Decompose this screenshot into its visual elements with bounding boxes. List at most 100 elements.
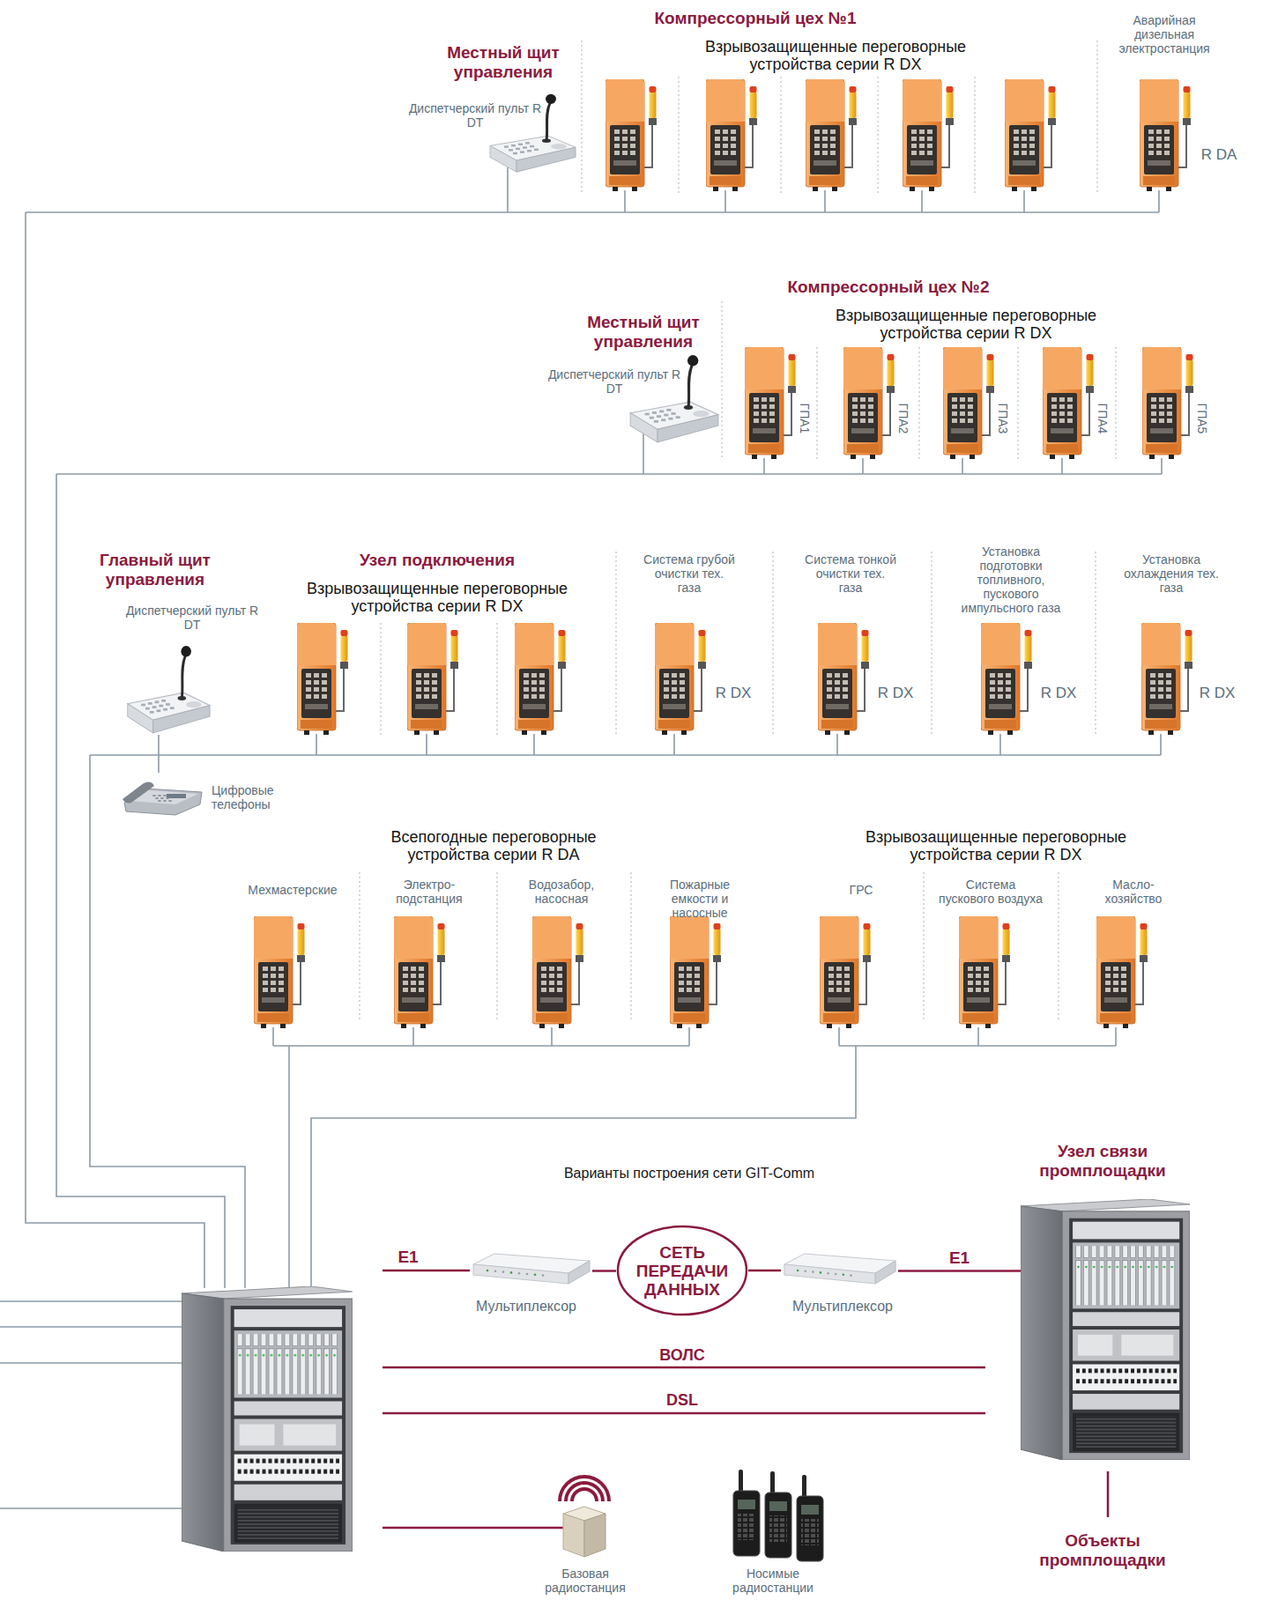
dispatch-console-outline-part	[516, 147, 576, 172]
base-station-outline-part	[559, 1477, 610, 1502]
intercom-device	[958, 916, 1011, 1029]
dispatch-console-outline-part	[687, 355, 699, 366]
dispatch-console: Главный щит управленияДиспетчерский пуль…	[122, 643, 212, 736]
dispatch-console-outline-part	[153, 705, 210, 734]
note-text: Варианты построения сети GIT-Comm	[512, 1166, 866, 1182]
dispatch-console-outline-part	[512, 152, 518, 155]
dispatch-console-outline-part	[645, 413, 650, 417]
link-line	[748, 1270, 781, 1273]
dispatch-console-outline-part	[152, 705, 157, 709]
device-caption: Диспетчерский пульт R DT	[121, 603, 263, 632]
device-caption: Цифровые телефоны	[211, 783, 300, 812]
location-label: Установка подготовки топливного, пусково…	[953, 544, 1069, 616]
dispatch-console-outline-part	[161, 699, 166, 703]
unit-label: ГПА4	[1095, 396, 1110, 441]
intercom-device	[1096, 916, 1148, 1029]
dispatch-console-outline-part	[527, 149, 532, 152]
server-rack-outline	[1020, 1199, 1190, 1461]
group-heading: Взрывозащищенные переговорные устройства…	[816, 306, 1116, 342]
panel-heading: Местный щит управления	[568, 312, 719, 352]
dispatch-console-outline-part	[155, 701, 160, 705]
location-label: Система пускового воздуха	[936, 877, 1045, 907]
handheld-radios-outline-part	[796, 1496, 824, 1562]
model-label: R DA	[1196, 146, 1241, 164]
radio-line	[382, 1527, 564, 1531]
fiber-line	[382, 1367, 986, 1370]
group-heading: Взрывозащищенные переговорные устройства…	[846, 828, 1146, 864]
base-station: Базовая радиостанция	[556, 1470, 613, 1558]
multiplexer-box-outline-part	[486, 1270, 490, 1273]
location-label: Пожарные емкости и насосные	[645, 877, 755, 921]
base-station-outline-part	[565, 1483, 603, 1502]
multiplexer-box-outline-part	[526, 1273, 529, 1277]
panel-heading: Местный щит управления	[428, 43, 579, 82]
desk-phone-outline-part	[163, 800, 167, 803]
dispatch-console-outline-part	[659, 410, 664, 414]
link-label: E1	[933, 1248, 987, 1269]
location-label: ГРС	[834, 883, 888, 898]
multiplexer-box-outline-part	[518, 1272, 521, 1276]
model-label: R DX	[1036, 684, 1081, 703]
desk-phone-outline-part	[165, 797, 170, 800]
bus-wire	[25, 167, 1159, 1289]
handheld-radios-outline-part	[737, 1514, 756, 1541]
base-station-outline	[556, 1470, 613, 1558]
multiplexer-box-outline-part	[568, 1261, 590, 1285]
multiplexer-box-outline-part	[875, 1261, 896, 1285]
dispatch-console-outline-part	[158, 705, 164, 708]
handheld-radios-outline-part	[769, 1501, 788, 1512]
dispatch-console-outline-part	[515, 148, 521, 150]
intercom-device	[980, 623, 1033, 736]
bus-wire	[89, 734, 1161, 1289]
multiplexer-box-outline	[780, 1250, 899, 1293]
dispatch-console-outline-part	[156, 709, 161, 713]
link-line	[157, 735, 160, 773]
desk-phone-outline-part	[157, 800, 162, 803]
device-caption: Диспетчерский пульт R DT	[543, 367, 685, 396]
base-station-outline-part	[584, 1514, 606, 1558]
dispatch-console: Местный щит управленияДиспетчерский пуль…	[624, 352, 721, 445]
desk-phone-outline-part	[163, 794, 167, 797]
location-label: Система грубой очистки тех. газа	[641, 552, 737, 595]
dispatch-console-outline-part	[525, 141, 530, 144]
dispatch-console-outline-part	[170, 706, 175, 710]
intercom-device	[902, 79, 954, 192]
dispatch-console-outline-part	[656, 415, 662, 418]
dispatch-console-outline-part	[520, 150, 525, 153]
handheld-radios-outline-part	[733, 1491, 760, 1557]
desk-phone-outline-part	[157, 794, 162, 797]
model-label: R DX	[873, 684, 918, 703]
dispatch-console-outline-part	[518, 143, 523, 146]
dispatch-console-outline-part	[185, 701, 201, 708]
multiplexer-box-outline-part	[502, 1270, 506, 1274]
dispatch-console-outline-part	[546, 103, 550, 142]
handheld-radios: Носимые радиостанции	[729, 1470, 827, 1562]
intercom-device	[805, 79, 857, 192]
handheld-radios-outline-part	[801, 1505, 819, 1516]
multiplexer-box-outline-part	[510, 1271, 513, 1275]
location-label: Водозабор, насосная	[517, 877, 606, 907]
dsl-line	[382, 1412, 986, 1416]
multiplexer-box-outline-part	[819, 1271, 822, 1275]
site-label: Объекты промплощадки	[1023, 1531, 1182, 1571]
site-line	[1106, 1471, 1110, 1518]
intercom-device	[532, 916, 584, 1029]
location-label: Мехмастерские	[235, 883, 350, 898]
dispatch-console-outline-part	[148, 702, 153, 706]
separator-line	[721, 301, 1116, 460]
desk-phone: Цифровые телефоны	[120, 772, 205, 818]
dispatch-console-outline-part	[163, 708, 168, 712]
dispatch-console-outline-part	[522, 146, 528, 149]
desk-phone-outline-part	[152, 794, 157, 797]
link-label: E1	[390, 1248, 426, 1268]
dispatch-console-outline	[624, 352, 721, 445]
group-heading: Всепогодные переговорные устройства сери…	[348, 828, 639, 864]
dispatch-console-outline-part	[649, 416, 654, 420]
dispatch-console-outline-part	[630, 413, 658, 443]
network-lines	[382, 1270, 1108, 1529]
handheld-radios-outline	[729, 1470, 827, 1562]
intercom-device	[1042, 347, 1094, 460]
dispatch-console-outline-part	[127, 704, 154, 734]
location-label: Аварийная дизельная электростанция	[1114, 13, 1216, 56]
